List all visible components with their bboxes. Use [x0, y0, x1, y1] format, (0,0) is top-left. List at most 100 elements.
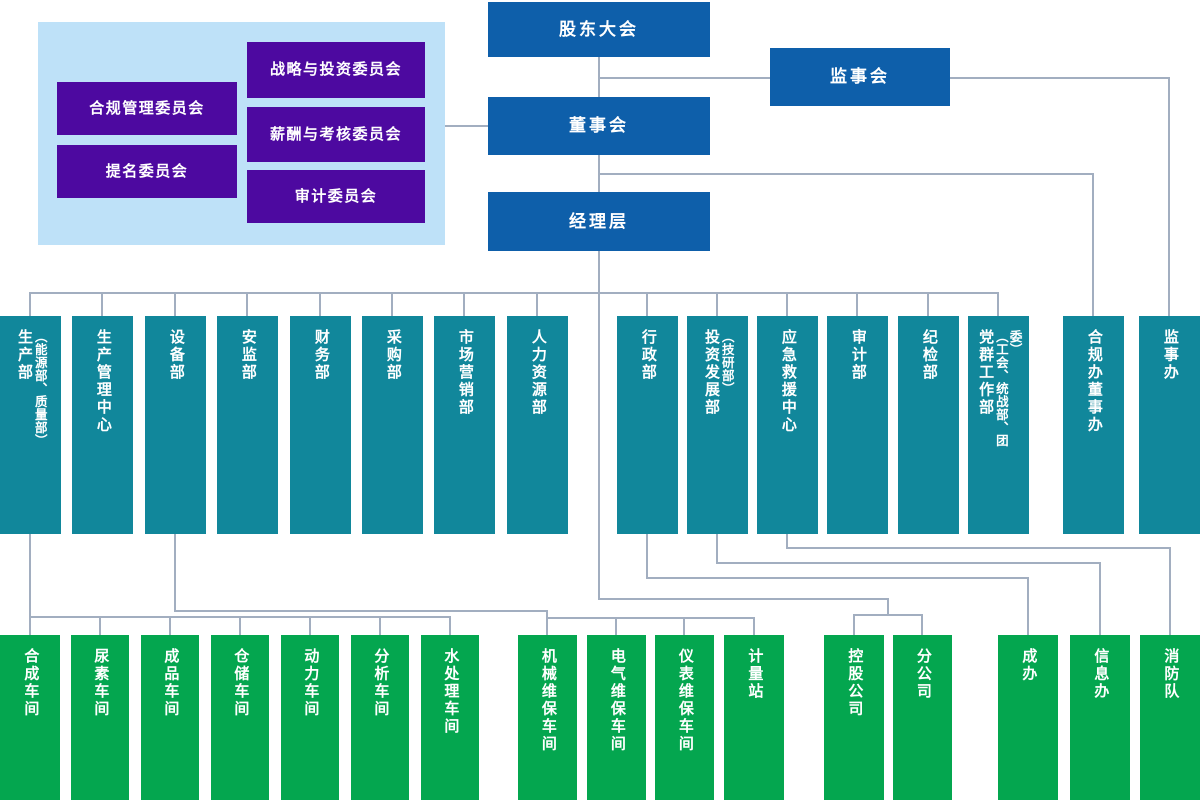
connector-line	[239, 616, 241, 636]
node-label: 合成车间	[22, 648, 40, 718]
node-label: 机械维保车间	[539, 648, 557, 753]
node-label: 信息办	[1092, 648, 1110, 701]
node-sublabel: （能源部、质量部）	[32, 330, 47, 447]
connector-line	[1027, 577, 1029, 635]
node-label: 纪检部	[920, 329, 938, 382]
unit-instrument-maintenance-workshop: 仪表维保车间	[655, 635, 714, 800]
node-label: 市场营销部	[456, 329, 474, 417]
office-supervisory-office: 监事办	[1139, 316, 1200, 534]
dept-emergency-rescue-center: 应急救援中心	[757, 316, 818, 534]
committee-label: 审计委员会	[294, 187, 378, 205]
node-label: 生产管理中心	[94, 329, 112, 434]
connector-line	[646, 577, 1029, 579]
connector-line	[174, 292, 176, 317]
connector-line	[101, 292, 103, 317]
dept-production-dept: 生产部（能源部、质量部）	[0, 316, 61, 534]
connector-line	[174, 610, 548, 612]
dept-hr-dept: 人力资源部	[507, 316, 568, 534]
connector-line	[786, 547, 1171, 549]
node-label: 计量站	[746, 648, 764, 701]
dept-admin-dept: 行政部	[617, 316, 678, 534]
connector-line	[716, 292, 718, 317]
connector-line	[29, 292, 999, 294]
connector-line	[716, 562, 1101, 564]
connector-line	[536, 292, 538, 317]
connector-line	[716, 534, 718, 564]
node-label: 仪表维保车间	[676, 648, 694, 753]
dept-marketing-dept: 市场营销部	[434, 316, 495, 534]
connector-line	[786, 534, 788, 549]
connector-line	[598, 598, 889, 600]
committee-strategy-investment-committee: 战略与投资委员会	[247, 42, 425, 98]
node-board-of-directors: 董事会	[488, 97, 710, 155]
node-label: 审计部	[849, 329, 867, 382]
node-label: 成品车间	[162, 648, 180, 718]
node-label: 董事会	[569, 116, 629, 136]
committee-nomination-committee: 提名委员会	[57, 145, 237, 198]
node-label: 安监部	[239, 329, 257, 382]
dept-investment-dev-dept: 投资发展部（技研部）	[687, 316, 748, 534]
connector-line	[546, 617, 755, 619]
node-label: 成办	[1020, 648, 1038, 683]
node-label: 电气维保车间	[608, 648, 626, 753]
node-sublabel: （工会、统战部、团委）	[993, 330, 1022, 447]
node-label: 仓储车间	[232, 648, 250, 718]
committee-remuneration-assessment-committee: 薪酬与考核委员会	[247, 107, 425, 162]
node-label: 应急救援中心	[779, 329, 797, 434]
unit-warehousing-workshop: 仓储车间	[211, 635, 269, 800]
unit-analysis-workshop: 分析车间	[351, 635, 409, 800]
dept-party-mass-work-dept: 党群工作部（工会、统战部、团委）	[968, 316, 1029, 534]
connector-line	[309, 616, 311, 636]
dept-equipment-dept: 设备部	[145, 316, 206, 534]
node-label: 行政部	[639, 329, 657, 382]
committee-label: 合规管理委员会	[89, 99, 205, 117]
unit-branch-company: 分公司	[893, 635, 952, 800]
unit-urea-workshop: 尿素车间	[71, 635, 129, 800]
node-label: 投资发展部	[703, 329, 721, 417]
connector-line	[646, 292, 648, 317]
node-label: 采购部	[384, 329, 402, 382]
connector-line	[29, 534, 31, 618]
unit-information-office: 信息办	[1070, 635, 1130, 800]
node-label: 财务部	[312, 329, 330, 382]
connector-line	[615, 617, 617, 636]
connector-line	[856, 292, 858, 317]
dept-procurement-dept: 采购部	[362, 316, 423, 534]
node-supervisory-board: 监事会	[770, 48, 950, 106]
unit-fire-brigade: 消防队	[1140, 635, 1200, 800]
dept-production-mgmt-center: 生产管理中心	[72, 316, 133, 534]
connector-line	[449, 616, 451, 636]
connector-line	[1099, 562, 1101, 635]
connector-line	[683, 617, 685, 636]
dept-discipline-inspection-dept: 纪检部	[898, 316, 959, 534]
committee-label: 战略与投资委员会	[269, 61, 402, 79]
node-shareholders-meeting: 股东大会	[488, 2, 710, 57]
connector-line	[29, 616, 31, 636]
unit-metering-station: 计量站	[724, 635, 784, 800]
connector-line	[391, 292, 393, 317]
dept-safety-supervision-dept: 安监部	[217, 316, 278, 534]
committee-compliance-mgmt-committee: 合规管理委员会	[57, 82, 237, 135]
connector-line	[753, 617, 755, 636]
connector-line	[169, 616, 171, 636]
connector-line	[546, 617, 548, 636]
node-label: 水处理车间	[442, 648, 460, 736]
node-sublabel: （技研部）	[719, 330, 734, 395]
unit-mechanical-maintenance-workshop: 机械维保车间	[518, 635, 577, 800]
connector-line	[29, 292, 31, 317]
node-label: 消防队	[1162, 648, 1180, 701]
connector-line	[853, 614, 855, 636]
unit-electrical-maintenance-workshop: 电气维保车间	[587, 635, 646, 800]
dept-audit-dept: 审计部	[827, 316, 888, 534]
connector-line	[997, 292, 999, 317]
node-label: 党群工作部	[977, 329, 995, 417]
connector-line	[99, 616, 101, 636]
connector-line	[379, 616, 381, 636]
connector-line	[174, 534, 176, 612]
unit-water-treatment-workshop: 水处理车间	[421, 635, 479, 800]
connector-line	[319, 292, 321, 317]
unit-cheng-office: 成办	[998, 635, 1058, 800]
unit-power-workshop: 动力车间	[281, 635, 339, 800]
unit-holding-company: 控股公司	[824, 635, 884, 800]
